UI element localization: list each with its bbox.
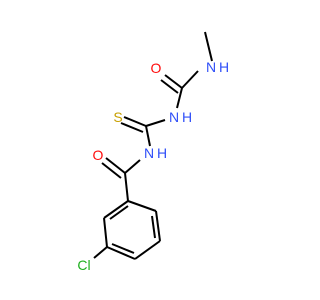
bond-thio-cs-1 [123,116,147,127]
bond-thio-cs-2 [120,122,144,133]
bond-urea-c-link-n [176,87,183,109]
ring-bond-6 [103,200,129,219]
bonds [93,31,213,260]
atom-thio-s: S [113,109,122,125]
bond-urea-co-1 [164,74,183,89]
bond-nh-urea-c [181,70,199,89]
atom-urea-o: O [151,60,162,76]
atom-link-h: H [182,109,192,125]
atom-labels: N H O N H S N H O Cl [77,59,229,273]
bond-methyl-nh [204,31,213,62]
bond-link-n-thio-c [145,119,166,127]
ring-inner-1 [151,215,156,239]
bond-urea-co-2 [160,79,179,94]
atom-amide-h: H [157,145,167,161]
bond-amide-co-2 [101,162,122,179]
molecule-structure: N H O N H S N H O Cl [77,31,229,273]
bond-co-c-ring [124,172,129,202]
ring-bond-2 [155,210,161,242]
ring-inner-2 [111,243,135,254]
atom-amide-o: O [93,147,104,163]
bond-amide-n-co-c [124,159,141,174]
atom-chloro-cl: Cl [77,257,90,273]
bond-amide-co-1 [105,157,126,174]
bond-ring-cl [93,246,108,259]
bond-thio-c-amide-n [145,125,151,147]
ring-inner-3 [109,205,129,220]
atom-link-n: N [169,109,179,125]
atom-methyl-h: H [219,59,229,75]
ring-bond-4 [106,246,136,260]
atom-amide-n: N [144,145,154,161]
ring-bond-1 [127,200,157,212]
ring-bond-5 [103,217,108,248]
atom-methyl-n: N [206,59,216,75]
ring-bond-3 [134,240,161,260]
